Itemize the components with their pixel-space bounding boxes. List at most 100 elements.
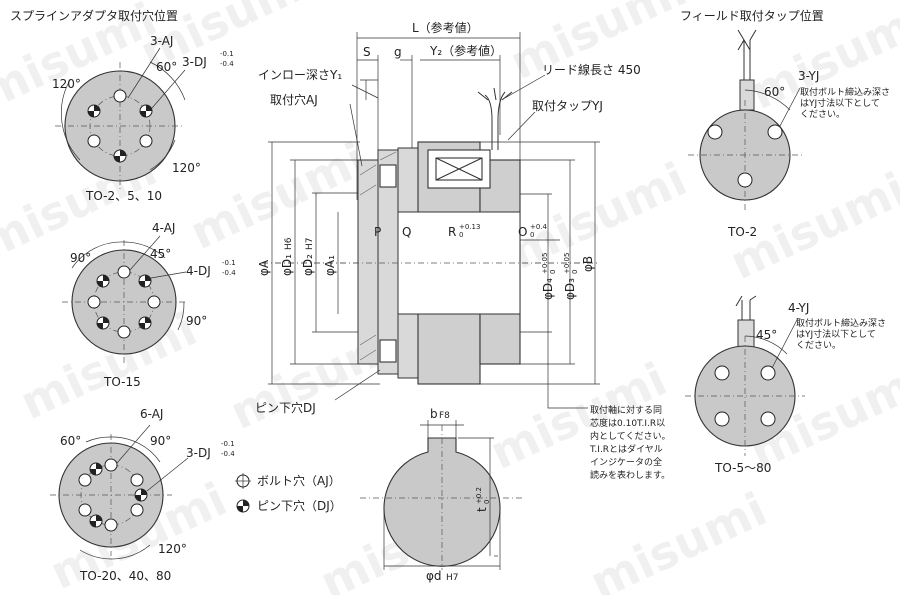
main-section-view bbox=[262, 32, 600, 409]
shaft-b-label: b bbox=[430, 407, 438, 421]
adapter-3-tol-up: -0.1 bbox=[221, 440, 235, 448]
shaft-d-fit: H7 bbox=[446, 573, 459, 583]
dim-S-label: S bbox=[363, 45, 371, 59]
dim-R-tol-down: 0 bbox=[459, 231, 463, 239]
field-1-lead-wire bbox=[737, 29, 757, 80]
adapter-view-3 bbox=[50, 424, 189, 560]
adapter-2-tol-up: -0.1 bbox=[222, 259, 236, 267]
shaft-d-label: φd bbox=[426, 569, 442, 583]
shaft-t-label-group: t +0.2 0 bbox=[475, 487, 491, 512]
note-line-3: 内としてください。 bbox=[590, 430, 670, 442]
mounting-tap-yj-label: 取付タップYJ bbox=[532, 99, 603, 113]
pin-hole-dj-label: ピン下穴DJ bbox=[255, 400, 316, 415]
adapter-view-1 bbox=[55, 47, 186, 190]
adapter-3-pin-hole bbox=[89, 462, 103, 476]
hub-bolt-top bbox=[379, 164, 397, 188]
dim-phiD3-tol-down: 0 bbox=[571, 270, 579, 274]
field-2-lead-boss bbox=[737, 319, 755, 349]
dim-phiA-label-group: φA bbox=[257, 259, 271, 276]
leader-tap-yj bbox=[507, 111, 536, 141]
adapter-3-dj-label: 3-DJ bbox=[186, 446, 211, 460]
inlow-depth-label: インロー深さY₁ bbox=[258, 68, 342, 82]
legend: ボルト穴（AJ） ピン下穴（DJ） bbox=[235, 473, 342, 513]
legend-pin-icon bbox=[236, 499, 250, 513]
adapter-1-leader-dj bbox=[151, 69, 186, 109]
adapter-3-bolt-hole bbox=[130, 473, 144, 487]
field-1-caption: TO-2 bbox=[727, 225, 757, 239]
adapter-3-bolt-hole bbox=[78, 503, 92, 517]
adapter-1-leader-aj bbox=[127, 47, 161, 99]
field-2-tap-hole bbox=[714, 411, 730, 427]
adapter-2-angle-arc-b bbox=[71, 241, 125, 269]
adapter-3-angle-c: 120° bbox=[158, 542, 187, 556]
adapter-2-tol-down: -0.4 bbox=[222, 269, 236, 277]
adapter-1-aj-label: 3-AJ bbox=[150, 34, 173, 48]
hub-flange bbox=[357, 159, 379, 365]
field-1-angle-label: 60° bbox=[764, 85, 785, 99]
adapter-3-caption: TO-20、40、80 bbox=[79, 569, 171, 583]
adapter-1-bolt-hole bbox=[113, 89, 127, 103]
hub-bolt-bottom bbox=[379, 339, 397, 363]
field-2-angle-arc bbox=[744, 335, 788, 355]
dim-phiA1-label-group: φA₁ bbox=[323, 255, 337, 276]
watermark-7: misumi bbox=[502, 152, 695, 280]
lead-wire-2 bbox=[497, 91, 506, 150]
dim-g-label: g bbox=[394, 45, 402, 59]
legend-pin-label: ピン下穴（DJ） bbox=[257, 498, 342, 513]
adapter-1-angle-arc-c bbox=[149, 139, 176, 171]
leader-inlow bbox=[351, 84, 379, 99]
adapter-3-angle-arc-b bbox=[110, 436, 161, 463]
adapter-1-angle-b: 120° bbox=[52, 77, 81, 91]
field-1-lead-boss bbox=[739, 79, 755, 111]
field-1-yj-label: 3-YJ bbox=[798, 69, 819, 83]
shaft-t-label: t bbox=[475, 507, 489, 512]
adapter-1-dj-label: 3-DJ bbox=[182, 55, 207, 69]
dim-phiD2-label-group: φD₂ H7 bbox=[301, 238, 315, 277]
shaft-t-tol-up: +0.2 bbox=[475, 487, 483, 504]
adapter-1-tol-down: -0.4 bbox=[220, 60, 234, 68]
legend-bolt-label: ボルト穴（AJ） bbox=[257, 473, 341, 488]
dim-P-label: P bbox=[374, 225, 381, 239]
leader-hole-aj bbox=[349, 103, 363, 167]
shaft-t-tol-down: 0 bbox=[483, 500, 491, 504]
dim-phiD2-fit: H7 bbox=[305, 238, 315, 251]
dim-phiA-label: φA bbox=[257, 259, 271, 276]
field-2-tap-hole bbox=[760, 411, 776, 427]
adapter-1-pin-hole bbox=[87, 104, 101, 118]
field-view-2 bbox=[685, 295, 805, 456]
leader-note bbox=[547, 332, 588, 409]
adapter-3-bolt-hole bbox=[104, 458, 118, 472]
field-1-angle-arc bbox=[744, 89, 791, 111]
note-line-2: 芯度は0.10T.I.R以 bbox=[590, 417, 665, 429]
adapter-3-bolt-hole bbox=[104, 518, 118, 532]
adapter-3-bolt-hole bbox=[130, 503, 144, 517]
title-field-tap: フィールド取付タップ位置 bbox=[680, 8, 824, 23]
dim-phiB-label-group: φB bbox=[581, 256, 595, 272]
field-1-tap-hole bbox=[737, 172, 753, 188]
dim-phiD4-label: φD₄ bbox=[541, 278, 555, 300]
adapter-2-angle-a: 45° bbox=[150, 247, 171, 261]
dim-phiD4-tol-up: +0.05 bbox=[541, 253, 549, 274]
adapter-3-aj-label: 6-AJ bbox=[140, 407, 163, 421]
field-2-note-2: はYJ寸法以下として bbox=[796, 328, 876, 340]
dim-phiD1-label: φD₁ bbox=[280, 254, 294, 276]
field-2-note-3: ください。 bbox=[796, 340, 841, 351]
adapter-2-angle-arc-c bbox=[177, 301, 185, 331]
adapter-3-pin-hole bbox=[134, 488, 148, 502]
dim-phiA1-label: φA₁ bbox=[323, 255, 337, 276]
adapter-1-pin-hole bbox=[139, 104, 153, 118]
adapter-3-angle-a: 60° bbox=[60, 434, 81, 448]
field-2-caption: TO-5～80 bbox=[714, 461, 771, 475]
adapter-3-pin-hole bbox=[89, 514, 103, 528]
adapter-2-bolt-hole bbox=[87, 295, 101, 309]
shaft-keyway-view bbox=[360, 420, 524, 570]
adapter-1-angle-c: 120° bbox=[172, 161, 201, 175]
adapter-2-dj-label: 4-DJ bbox=[186, 264, 211, 278]
dim-R-tol-up: +0.13 bbox=[459, 223, 480, 231]
field-1-note-2: はYJ寸法以下として bbox=[800, 97, 880, 109]
dim-phiD4-tol-down: 0 bbox=[549, 270, 557, 274]
dim-Y2-label: Y₂（参考値） bbox=[429, 43, 502, 58]
dim-phiD4-label-group: φD₄ +0.05 0 bbox=[541, 253, 557, 300]
dim-Q-label: Q bbox=[402, 225, 411, 239]
